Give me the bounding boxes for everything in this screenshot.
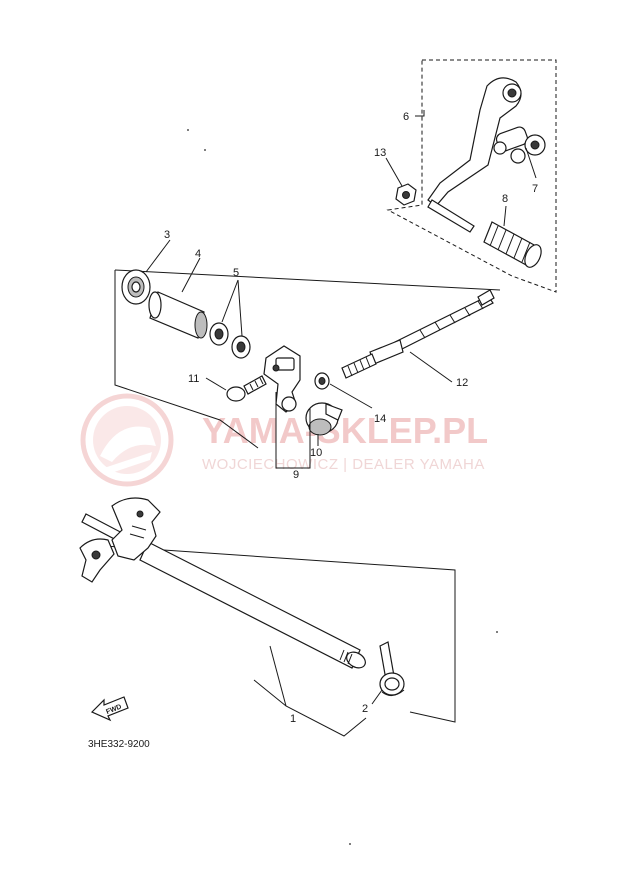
callouts: 1 2 3 4 5 6 7 8 9 10 11 12 13 14 [164,111,538,725]
nut [395,183,417,206]
shift-pedal [427,77,522,233]
shift-shaft [79,497,366,669]
callout-5: 5 [233,267,239,279]
arm-bolt [226,375,267,402]
watermark-subtitle: WOJCIECHOWICZ | DEALER YAMAHA [202,456,485,473]
lower-group-outline [89,544,456,723]
oil-seal [121,269,151,305]
pedal-bolt [493,126,546,164]
collar [148,291,208,339]
fwd-arrow-icon: FWD [90,696,129,722]
callout-2: 2 [362,703,368,715]
bearing-pair [209,322,251,359]
callout-6: 6 [403,111,409,123]
callout-4: 4 [195,248,201,260]
callout-14: 14 [374,413,386,425]
shaft-group-outline-2 [114,269,501,291]
callout-10: 10 [310,447,322,459]
callout-13: 13 [374,147,386,159]
shaft-group-outline [114,270,259,449]
leader-lines [145,110,537,737]
torsion-spring [379,641,405,696]
shift-rod [341,289,495,379]
shift-arm [263,345,301,413]
callout-7: 7 [532,183,538,195]
callout-8: 8 [502,193,508,205]
rod-joint [305,402,343,436]
watermark: YAMA-SKLEP.PL WOJCIECHOWICZ | DEALER YAM… [80,393,488,487]
callout-1: 1 [290,713,296,725]
callout-3: 3 [164,229,170,241]
callout-9: 9 [293,469,299,481]
pedal-rubber [483,221,542,268]
diagram-code: 3HE332-9200 [88,739,150,750]
callout-12: 12 [456,377,468,389]
washer [314,372,330,390]
callout-11: 11 [188,373,199,385]
yamaha-logo-watermark [80,393,174,487]
specks [187,129,498,845]
watermark-title: YAMA-SKLEP.PL [202,410,488,451]
pedal-group-dashed-box [386,59,557,293]
